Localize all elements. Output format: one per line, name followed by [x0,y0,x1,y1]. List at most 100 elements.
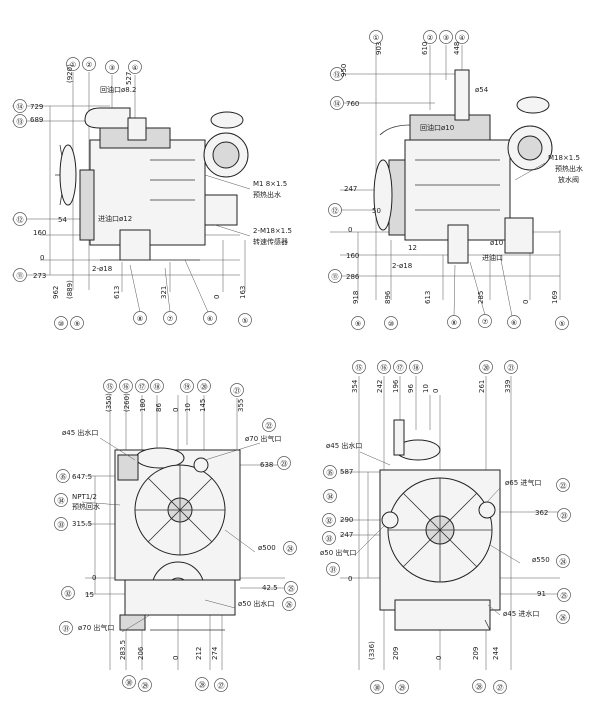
callout-bubble [128,60,142,74]
dimension-label: 638 [260,461,273,469]
dimension-label: 15 [85,591,94,599]
callout-number: ㉚ [126,679,133,687]
callout-bubble [277,456,291,470]
callout-bubble [557,588,571,602]
callout-number: ㉓ [561,512,568,520]
callout-number: ⑱ [413,364,420,372]
callout-bubble [138,678,152,692]
callout-bubble [330,67,344,81]
callout-number: ② [86,61,92,69]
dimension-label: 42.5 [262,584,278,592]
callout-number: ㉝ [326,535,333,543]
dimension-label: 0 [172,656,180,660]
dimension-label: 0 [40,254,44,262]
dimension-label: 2-M18×1.5 [253,227,292,235]
dimension-label: 247 [340,531,353,539]
dimension-label: 回油口ø8.2 [100,85,136,94]
dimension-label: (920) [66,64,74,83]
dimension-label: 212 [195,647,203,660]
callout-bubble [133,311,147,325]
callout-bubble [323,489,337,503]
dimension-label: 339 [504,380,512,393]
callout-bubble [122,675,136,689]
callout-bubble [150,379,164,393]
callout-number: ㉚ [374,684,381,692]
callout-number: ⑫ [332,207,339,215]
callout-number: ⑲ [184,383,191,391]
callout-bubble [262,418,276,432]
callout-number: ⑦ [482,318,488,326]
dimension-label: 613 [113,286,121,299]
callout-number: ㉕ [288,585,295,593]
callout-bubble [323,465,337,479]
dimension-label: ø50 出水口 [238,599,274,608]
callout-number: ⑤ [559,320,565,328]
dimension-label: 169 [551,291,559,304]
callout-bubble [13,99,27,113]
callout-bubble [504,360,518,374]
dimension-label: 0 [522,300,530,304]
dimension-label: 290 [340,516,353,524]
callout-bubble [54,316,68,330]
dimension-label: 转速传感器 [253,237,288,246]
dimension-label: 315.5 [72,520,92,528]
callout-bubble [557,508,571,522]
dimension-label: ø45 出水口 [62,428,98,437]
dimension-label: 613 [424,291,432,304]
callout-bubble [56,469,70,483]
callout-number: ⑩ [58,320,64,328]
dimension-label: ø45 出水口 [326,441,362,450]
callout-bubble [214,678,228,692]
dimension-label: 0 [435,656,443,660]
callout-number: ㉒ [560,482,567,490]
dimension-label: 610 [421,42,429,55]
dimension-label: 预热出水 [253,190,281,199]
view-top-left [12,72,251,313]
callout-number: ㉖ [560,614,567,622]
dimension-label: 预热回水 [72,502,100,511]
dimension-label: 362 [535,509,548,517]
dimension-label: 放水阀 [558,175,579,184]
callout-bubble [351,316,365,330]
callout-number: ㉔ [287,545,294,553]
callout-number: ㉛ [63,625,70,633]
callout-number: ⑳ [483,364,490,372]
callout-bubble [556,478,570,492]
callout-number: ⑱ [154,383,161,391]
callout-number: ㉗ [218,682,225,690]
callout-bubble [472,679,486,693]
dimension-label: 0 [213,295,221,299]
callout-number: ⑧ [451,319,457,327]
dimension-label: 0 [348,226,352,234]
dimension-label: M18×1.5 [548,154,580,162]
dimension-label: 10 [422,384,430,393]
callout-number: ⑬ [334,71,341,79]
callout-bubble [479,360,493,374]
dimension-label: 0 [432,389,440,393]
callout-number: ㉓ [281,460,288,468]
dimension-label: 587 [340,468,353,476]
callout-bubble [163,311,177,325]
callout-number: ㉖ [286,601,293,609]
callout-number: ㉔ [560,558,567,566]
callout-number: ⑬ [17,118,24,126]
dimension-label: 预热出水 [555,164,583,173]
callout-bubble [13,114,27,128]
dimension-label: 54 [58,216,67,224]
callout-bubble [105,60,119,74]
callout-bubble [328,203,342,217]
dimension-label: 209 [392,647,400,660]
callout-number: ⑪ [332,273,339,281]
callout-number: ㉑ [234,387,241,395]
callout-number: ㉑ [508,364,515,372]
callout-number: ㉝ [58,521,65,529]
dimension-label: ø10 [490,239,503,247]
dimension-label: 12 [408,244,417,252]
dimension-label: 163 [239,286,247,299]
callout-bubble [82,57,96,71]
dimension-label: 261 [478,380,486,393]
dimension-label: 273 [33,272,46,280]
callout-bubble [13,268,27,282]
